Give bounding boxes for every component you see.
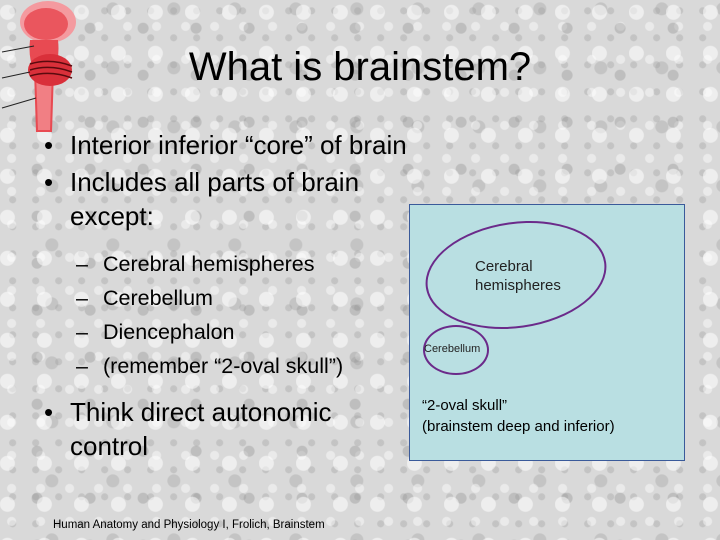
cerebellum-oval — [423, 325, 489, 375]
bullet-list: Interior inferior “core” of brain Includ… — [30, 128, 410, 466]
sub-bullet-diencephalon: Diencephalon — [70, 315, 410, 349]
bullet-autonomic: Think direct autonomic control — [30, 395, 410, 463]
cerebral-hemispheres-label: Cerebral hemispheres — [475, 257, 575, 295]
cerebellum-label: Cerebellum — [424, 343, 481, 355]
slide-title: What is brainstem? — [188, 45, 532, 89]
two-oval-skull-label: “2-oval skull” (brainstem deep and infer… — [422, 395, 615, 437]
bullet-includes: Includes all parts of brain except: Cere… — [30, 165, 410, 383]
sub-bullet-cerebellum: Cerebellum — [70, 281, 410, 315]
skull-label-line1: “2-oval skull” — [422, 397, 508, 414]
skull-label-line2: (brainstem deep and inferior) — [422, 418, 615, 435]
sub-bullet-list: Cerebral hemispheres Cerebellum Dienceph… — [70, 247, 410, 383]
bullet-includes-text: Includes all parts of brain except: — [70, 167, 360, 231]
two-oval-skull-diagram: Cerebral hemispheres Cerebellum “2-oval … — [409, 204, 685, 461]
footer-credit: Human Anatomy and Physiology I, Frolich,… — [53, 519, 325, 531]
brainstem-icon — [1, 1, 76, 132]
sub-bullet-cerebral-hemispheres: Cerebral hemispheres — [70, 247, 410, 281]
sub-bullet-two-oval-skull: (remember “2-oval skull”) — [70, 349, 410, 383]
cerebral-hemispheres-label-text: Cerebral hemispheres — [475, 258, 561, 294]
bullet-core: Interior inferior “core” of brain — [30, 128, 410, 162]
